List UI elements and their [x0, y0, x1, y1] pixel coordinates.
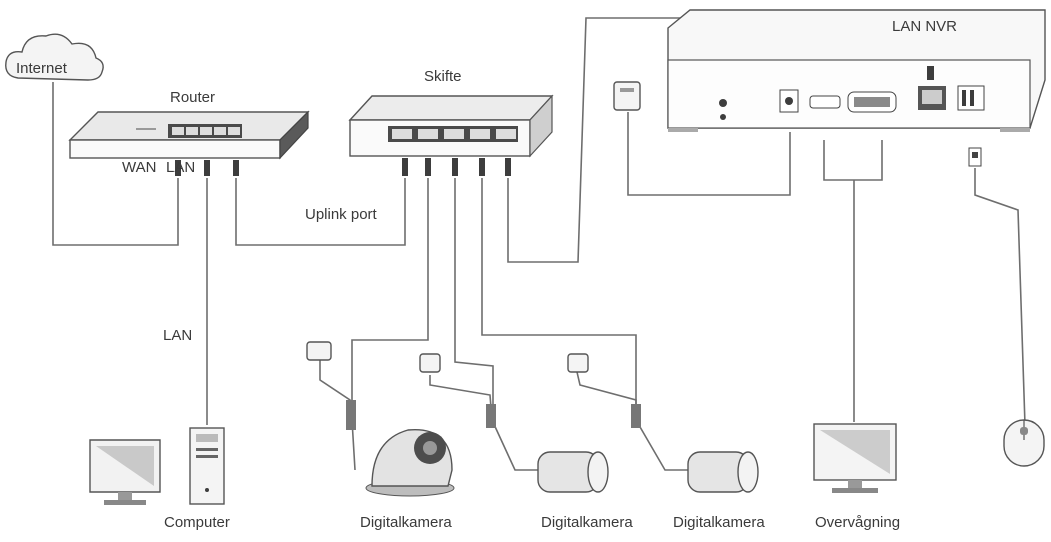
- router-label: Router: [170, 89, 216, 106]
- switch-label: Skifte: [424, 68, 462, 85]
- camera1-label: Digitalkamera: [360, 514, 452, 531]
- camera2-label: Digitalkamera: [541, 514, 633, 531]
- camera3-label: Digitalkamera: [673, 514, 765, 531]
- monitor-icon: [813, 423, 897, 493]
- cable-nvr-monitor: [823, 140, 883, 422]
- bullet-camera-icon: [419, 353, 609, 493]
- computer-icon: [89, 427, 225, 505]
- switch-icon: [348, 94, 554, 176]
- router-icon: [68, 110, 310, 176]
- dome-camera-icon: [306, 341, 455, 497]
- cable-internet-wan: [52, 82, 179, 246]
- power-adapter-icon: [613, 81, 641, 111]
- nvr-icon: [667, 9, 1046, 132]
- cable-router-switch: [235, 178, 406, 246]
- cloud-icon: [5, 33, 104, 81]
- usb-plug-icon: [968, 147, 982, 167]
- uplink-port-label: Uplink port: [305, 206, 377, 223]
- mouse-icon: [1003, 419, 1045, 467]
- computer-lan-label: LAN: [163, 327, 193, 344]
- monitor-label: Overvågning: [815, 514, 901, 531]
- cable-switch-camera2: [454, 178, 494, 410]
- router-lan-label: LAN: [166, 159, 196, 176]
- cable-switch-camera3: [481, 178, 637, 410]
- cable-switch-camera1: [351, 178, 429, 405]
- bullet-camera-icon: [567, 353, 759, 493]
- nvr-lan-label: LAN NVR: [892, 18, 958, 35]
- wan-label: WAN: [122, 159, 157, 176]
- cable-nvr-mouse: [974, 168, 1026, 426]
- computer-label: Computer: [164, 514, 230, 531]
- internet-label: Internet: [16, 60, 67, 77]
- cable-nvr-power: [627, 112, 791, 196]
